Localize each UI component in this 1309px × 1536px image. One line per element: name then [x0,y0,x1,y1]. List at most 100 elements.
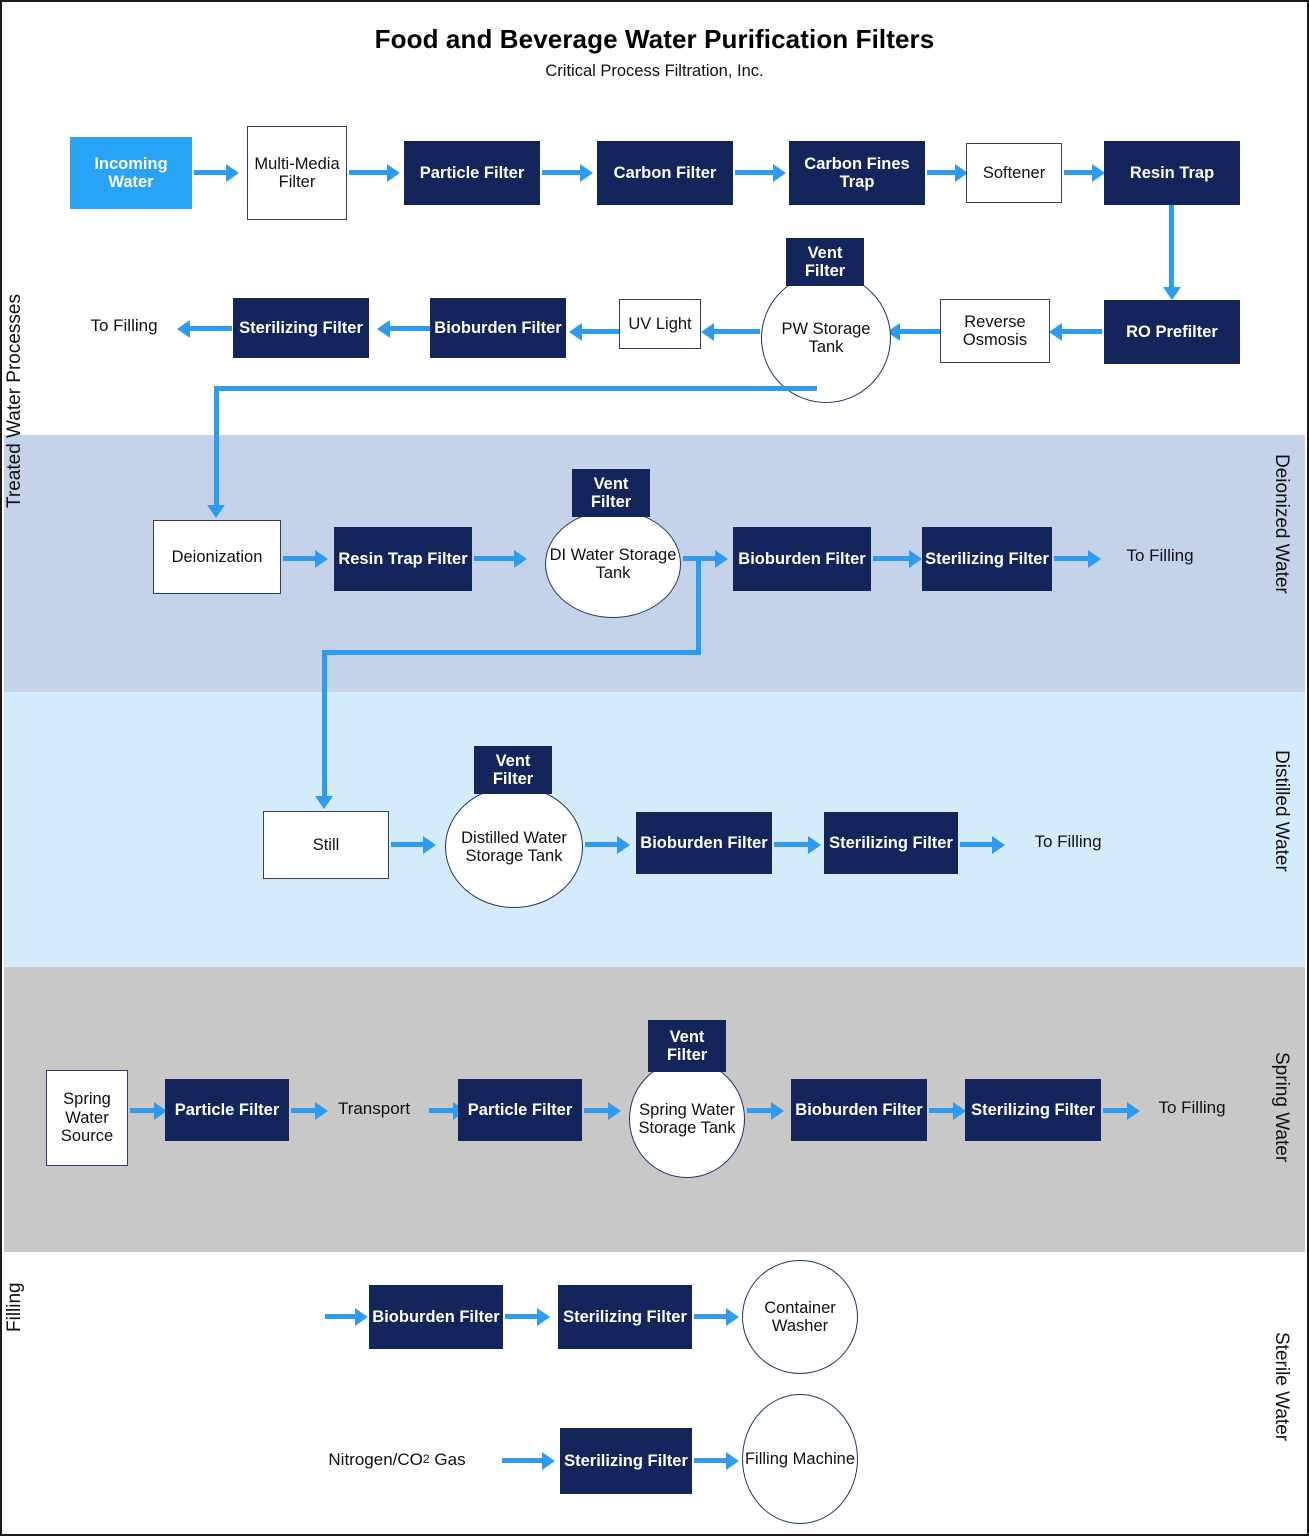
arrow-head-right [726,1452,739,1470]
arrow-line [542,170,580,175]
arrow-line [505,1314,537,1319]
node-softener[interactable]: Softener [966,143,1062,203]
arrow-head-right [773,164,786,182]
node-deionization[interactable]: Deionization [153,520,281,594]
arrow-line [391,842,423,847]
vent-filter-spring-tank[interactable]: Vent Filter [648,1020,726,1072]
arrow-head-right [608,1102,621,1120]
arrow-head-left [1049,323,1062,341]
arrow-line [474,556,514,561]
arrow-head-right [955,164,968,182]
connector-di-to-still-horizontal [322,650,701,655]
node-di-water-storage-tank[interactable]: DI Water Storage Tank [545,510,681,618]
node-sterilizing-filter-distilled[interactable]: Sterilizing Filter [824,812,958,874]
arrow-line [584,1108,608,1113]
node-carbon-filter[interactable]: Carbon Filter [597,141,733,205]
node-bioburden-filter-pw[interactable]: Bioburden Filter [430,298,566,358]
arrow-line [582,329,619,334]
arrow-head-right [387,164,400,182]
arrow-line [960,842,992,847]
node-distilled-water-storage-tank[interactable]: Distilled Water Storage Tank [445,786,583,908]
arrow-head-left [701,323,714,341]
node-spring-water-source[interactable]: Spring Water Source [46,1070,128,1166]
node-bioburden-filter-spring[interactable]: Bioburden Filter [791,1079,927,1141]
node-bioburden-filter-distilled[interactable]: Bioburden Filter [636,812,772,874]
node-container-washer[interactable]: Container Washer [742,1260,858,1374]
arrow-head-right [226,164,239,182]
node-bioburden-filter-filling[interactable]: Bioburden Filter [369,1285,503,1349]
arrow-line [429,1108,453,1113]
arrow-line [929,1108,953,1113]
arrow-head-down [207,505,225,518]
lane-label-spring-water: Spring Water [1271,1052,1292,1163]
lane-label-treated-water-processes: Treated Water Processes [4,293,25,508]
lane-label-filling: Filling [4,1282,25,1332]
node-to-filling-spring: To Filling [1158,1098,1226,1118]
arrow-line [873,556,909,561]
node-filling-machine[interactable]: Filling Machine [742,1394,858,1524]
arrow-line [747,1108,771,1113]
arrow-head-down [1163,287,1181,300]
page-title: Food and Beverage Water Purification Fil… [374,24,935,54]
arrow-line [1054,556,1088,561]
arrow-head-right [992,836,1005,854]
node-sterilizing-filter-di[interactable]: Sterilizing Filter [922,527,1052,591]
arrow-head-right [1127,1102,1140,1120]
arrow-line [694,1314,726,1319]
arrow-line [774,842,808,847]
arrow-line [927,170,955,175]
node-pw-storage-tank[interactable]: PW Storage Tank [761,273,891,403]
arrow-head-right [715,550,728,568]
arrow-head-right [423,836,436,854]
arrow-head-right [1092,164,1105,182]
arrow-line [190,326,232,331]
arrow-line [1103,1108,1127,1113]
vent-filter-di-tank[interactable]: Vent Filter [572,469,650,517]
node-carbon-fines-trap[interactable]: Carbon Fines Trap [789,141,925,205]
arrow-head-right [771,1102,784,1120]
arrow-head-left [569,323,582,341]
node-sterilizing-filter-filling[interactable]: Sterilizing Filter [558,1285,692,1349]
node-sterilizing-filter-spring[interactable]: Sterilizing Filter [965,1079,1101,1141]
connector-di-to-still-vertical-b [322,650,327,796]
node-bioburden-filter-di[interactable]: Bioburden Filter [733,527,871,591]
vent-filter-distilled-tank[interactable]: Vent Filter [474,746,552,794]
arrow-head-right [726,1308,739,1326]
arrow-line [1062,329,1102,334]
node-particle-filter-spring-1[interactable]: Particle Filter [165,1079,289,1141]
connector-di-to-still-vertical-a [696,556,701,655]
node-sterilizing-filter-gas[interactable]: Sterilizing Filter [560,1428,692,1494]
node-spring-water-storage-tank[interactable]: Spring Water Storage Tank [629,1060,745,1178]
node-particle-filter-spring-2[interactable]: Particle Filter [458,1079,582,1141]
node-resin-trap-filter[interactable]: Resin Trap Filter [334,527,472,591]
node-ro-prefilter[interactable]: RO Prefilter [1104,300,1240,364]
arrow-line [1169,205,1174,287]
node-multi-media-filter[interactable]: Multi-Media Filter [247,126,347,220]
node-incoming-water[interactable]: Incoming Water [70,137,192,209]
node-uv-light[interactable]: UV Light [619,299,701,349]
arrow-head-left [177,320,190,338]
arrow-line [325,1314,355,1319]
page-subtitle: Critical Process Filtration, Inc. [545,62,764,80]
node-still[interactable]: Still [263,811,389,879]
arrow-line [130,1108,154,1113]
arrow-line [694,1458,726,1463]
node-transport: Transport [337,1099,411,1119]
vent-filter-pw-tank[interactable]: Vent Filter [786,238,864,286]
arrow-head-right [315,550,328,568]
arrow-head-right [953,1102,966,1120]
arrow-head-right [537,1308,550,1326]
arrow-line [1064,170,1092,175]
node-reverse-osmosis[interactable]: Reverse Osmosis [940,299,1050,363]
node-sterilizing-filter-pw[interactable]: Sterilizing Filter [233,298,369,358]
lane-label-sterile-water: Sterile Water [1271,1332,1292,1442]
node-particle-filter[interactable]: Particle Filter [404,141,540,205]
node-to-filling-pw: To Filling [90,316,158,336]
arrow-head-down [315,796,333,809]
node-resin-trap[interactable]: Resin Trap [1104,141,1240,205]
connector-pw-to-deionization-vertical [214,386,219,505]
arrow-head-right [542,1452,555,1470]
arrow-line [194,170,226,175]
subscript-2: 2 [422,1452,430,1467]
